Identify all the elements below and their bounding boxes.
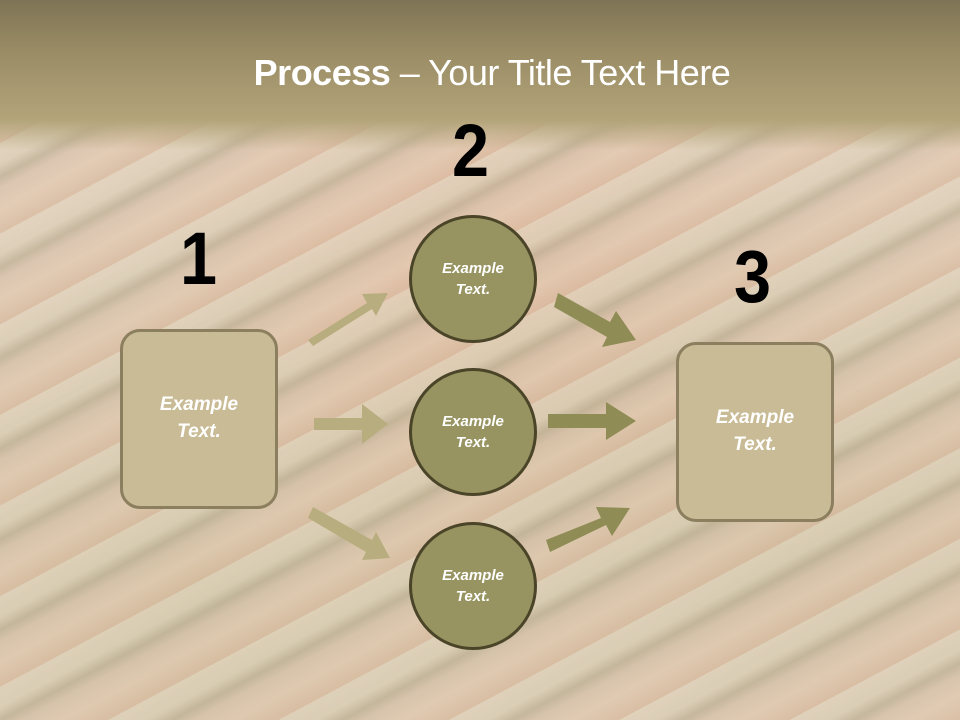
header-band bbox=[0, 0, 960, 150]
arrow-icon bbox=[546, 507, 630, 552]
step-number-1: 1 bbox=[180, 217, 218, 300]
step-3-label: Example Text. bbox=[715, 407, 795, 455]
step-2-circle-middle[interactable]: Example Text. bbox=[409, 368, 537, 496]
arrow-icon bbox=[308, 293, 388, 346]
arrow-icon bbox=[314, 404, 388, 444]
circle-top-label: Example Text. bbox=[442, 260, 504, 298]
step-1-label: Example Text. bbox=[159, 394, 239, 442]
arrow-group-left bbox=[308, 293, 390, 560]
circle-bottom-label: Example Text. bbox=[442, 567, 504, 605]
step-number-2: 2 bbox=[452, 109, 490, 192]
arrow-icon bbox=[548, 402, 636, 440]
step-2-circle-bottom[interactable]: Example Text. bbox=[409, 522, 537, 650]
step-3-box[interactable]: Example Text. bbox=[676, 342, 834, 522]
circle-middle-label: Example Text. bbox=[442, 413, 504, 451]
step-1-box[interactable]: Example Text. bbox=[120, 329, 278, 509]
step-2-circle-top[interactable]: Example Text. bbox=[409, 215, 537, 343]
arrow-icon bbox=[308, 507, 390, 560]
title-rest: – Your Title Text Here bbox=[390, 52, 731, 93]
slide-title: Process – Your Title Text Here bbox=[0, 52, 960, 94]
arrow-icon bbox=[554, 293, 636, 347]
arrow-group-right bbox=[546, 293, 636, 552]
title-bold: Process bbox=[253, 52, 391, 93]
step-number-3: 3 bbox=[734, 235, 772, 318]
